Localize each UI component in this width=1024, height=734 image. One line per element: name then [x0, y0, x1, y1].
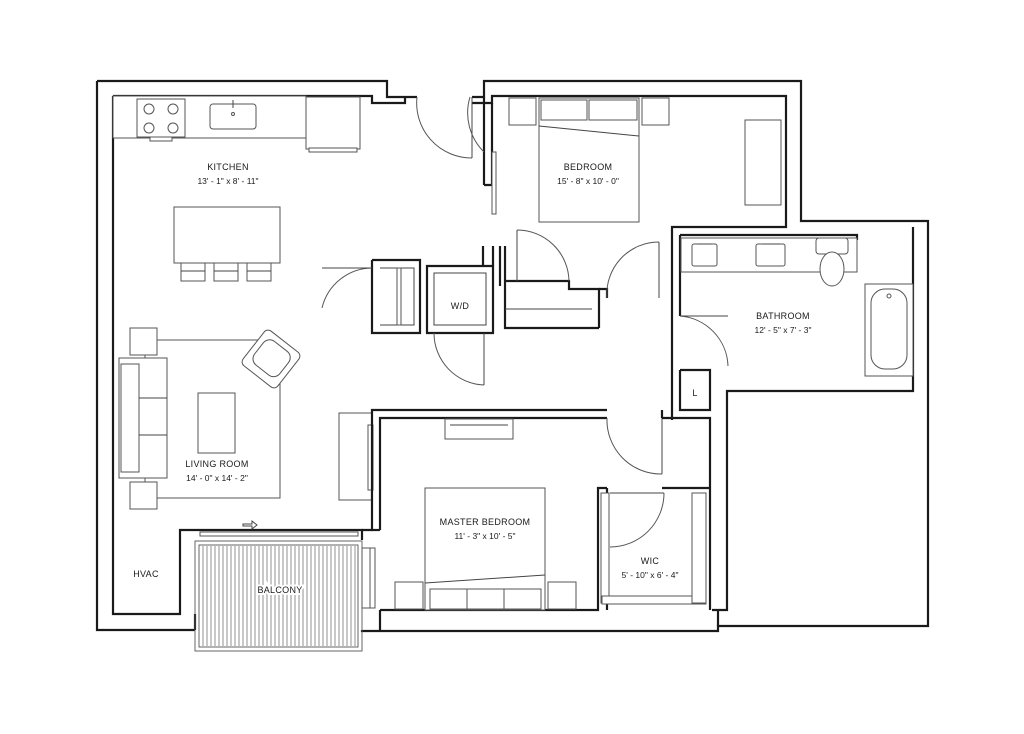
hall-closets: W/D — [321, 229, 609, 386]
balcony: BALCONY — [194, 519, 376, 652]
side-table — [129, 327, 158, 356]
entry-door — [416, 96, 473, 159]
bedroom-dimensions: 15' - 8" x 10' - 0" — [557, 176, 619, 186]
master-bedroom: MASTER BEDROOM 11' - 3" x 10' - 5" — [362, 408, 663, 612]
kitchen: KITCHEN 13' - 1" x 8' - 11" — [112, 95, 361, 282]
stool — [213, 262, 239, 282]
refrigerator-icon — [305, 96, 361, 150]
sink-icon — [691, 243, 718, 267]
media-console — [338, 412, 373, 501]
bathroom: BATHROOM 12' - 5" x 7' - 3" L — [606, 233, 914, 420]
stool — [180, 262, 206, 282]
nightstand — [394, 581, 424, 610]
nightstand — [547, 581, 577, 610]
master-bedroom-dimensions: 11' - 3" x 10' - 5" — [454, 531, 515, 541]
stool — [246, 262, 272, 282]
kitchen-island — [173, 206, 281, 264]
living-room-label: LIVING ROOM — [185, 459, 248, 469]
side-table — [129, 481, 158, 510]
sink-icon — [755, 243, 786, 267]
bathroom-dimensions: 12' - 5" x 7' - 3" — [755, 325, 812, 335]
wic-dimensions: 5' - 10" x 6' - 4" — [622, 570, 679, 580]
living-room-dimensions: 14' - 0" x 14' - 2" — [186, 473, 248, 483]
headboard-shelf — [444, 418, 514, 440]
closet-rod — [691, 492, 707, 604]
stove-icon — [136, 98, 186, 138]
bedroom: BEDROOM 15' - 8" x 10' - 0" — [467, 96, 782, 223]
nightstand — [508, 97, 537, 126]
toilet-bowl — [819, 251, 845, 287]
balcony-door — [361, 547, 371, 609]
walk-in-closet: WIC 5' - 10" x 6' - 4" — [600, 410, 712, 610]
kitchen-label: KITCHEN — [207, 162, 249, 172]
wic-label: WIC — [641, 556, 660, 566]
living-room: LIVING ROOM 14' - 0" x 14' - 2" — [118, 327, 374, 510]
kitchen-dimensions: 13' - 1" x 8' - 11" — [197, 176, 258, 186]
armchair-icon — [241, 329, 301, 389]
bathroom-label: BATHROOM — [756, 311, 810, 321]
nightstand — [641, 97, 670, 126]
linen-closet-label: L — [692, 388, 697, 398]
coffee-table — [197, 392, 236, 454]
hvac-label: HVAC — [133, 569, 159, 579]
closet-rod — [601, 595, 707, 605]
closet-rod — [600, 492, 610, 604]
dresser — [744, 119, 782, 206]
hvac: HVAC — [133, 569, 159, 579]
balcony-decking — [202, 546, 356, 646]
balcony-label: BALCONY — [257, 585, 302, 595]
washer-dryer-label: W/D — [451, 301, 470, 311]
bedroom-label: BEDROOM — [564, 162, 613, 172]
master-bedroom-label: MASTER BEDROOM — [440, 517, 531, 527]
